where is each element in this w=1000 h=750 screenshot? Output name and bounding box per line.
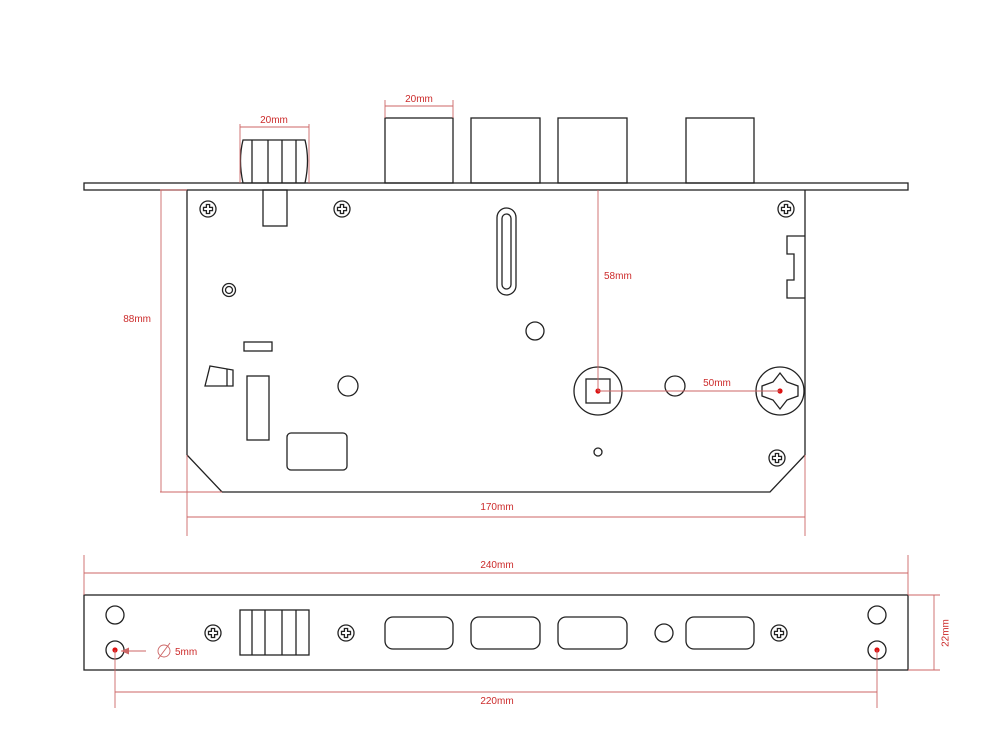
latch-bolt [239, 139, 309, 184]
faceplate-edge [83, 182, 909, 191]
dim-label: 20mm [405, 94, 433, 105]
diameter-symbol-icon [157, 644, 171, 658]
dim-latch-width: 20mm [239, 115, 310, 183]
hole [337, 375, 359, 397]
dim-label: 170mm [480, 502, 513, 513]
dim-spindle-to-cylinder: 50mm [598, 378, 780, 392]
side-view: 20mm 20mm 88mm 58mm 50mm 170mm [83, 94, 909, 536]
dead-bolt-3 [557, 117, 628, 184]
dim-faceplate-length: 240mm [83, 555, 909, 595]
dim-label: 5mm [175, 647, 197, 658]
latch-tail [262, 189, 288, 227]
dim-backset: 58mm [597, 190, 632, 391]
screw-icon [199, 200, 217, 218]
dim-body-height: 88mm [123, 189, 222, 493]
dim-label: 22mm [941, 619, 952, 647]
dim-label: 50mm [703, 378, 731, 389]
dead-bolt-2 [470, 117, 541, 184]
dim-label: 88mm [123, 314, 151, 325]
side-slot [786, 235, 805, 299]
screw-icon [777, 200, 795, 218]
hole [664, 375, 686, 397]
screw-icon [204, 624, 222, 642]
dim-label: 220mm [480, 696, 513, 707]
faceplate-view: 240mm 22mm 5mm 220mm [83, 555, 952, 708]
lever-part [204, 365, 234, 387]
screw-icon [337, 624, 355, 642]
screw-icon [768, 449, 786, 467]
latch-face [239, 609, 310, 656]
bolt-opening [384, 616, 454, 650]
dim-label: 58mm [604, 271, 632, 282]
vertical-slot [496, 207, 517, 296]
dim-hole-spacing: 220mm [114, 650, 878, 708]
small-tab [243, 341, 273, 352]
screw-icon [333, 200, 351, 218]
screw-icon [770, 624, 788, 642]
dead-bolt-4 [685, 117, 755, 184]
hole [525, 321, 545, 341]
bolt-opening [685, 616, 755, 650]
rail-part [246, 375, 270, 441]
dim-body-length: 170mm [186, 455, 806, 536]
mounting-hole [105, 605, 125, 625]
small-hole [593, 447, 603, 457]
pivot-hole [221, 282, 237, 298]
lock-case [186, 190, 806, 493]
dim-label: 240mm [480, 560, 513, 571]
dim-hole-diameter: 5mm [121, 642, 197, 660]
dim-label: 20mm [260, 115, 288, 126]
bolt-opening [470, 616, 541, 650]
hole [654, 623, 674, 643]
dim-faceplate-height: 22mm [908, 594, 952, 671]
switch-block [286, 432, 348, 471]
mounting-hole [867, 605, 887, 625]
dim-bolt-width: 20mm [384, 94, 454, 118]
bolt-opening [557, 616, 628, 650]
faceplate [83, 594, 909, 671]
dead-bolt-1 [384, 117, 454, 184]
